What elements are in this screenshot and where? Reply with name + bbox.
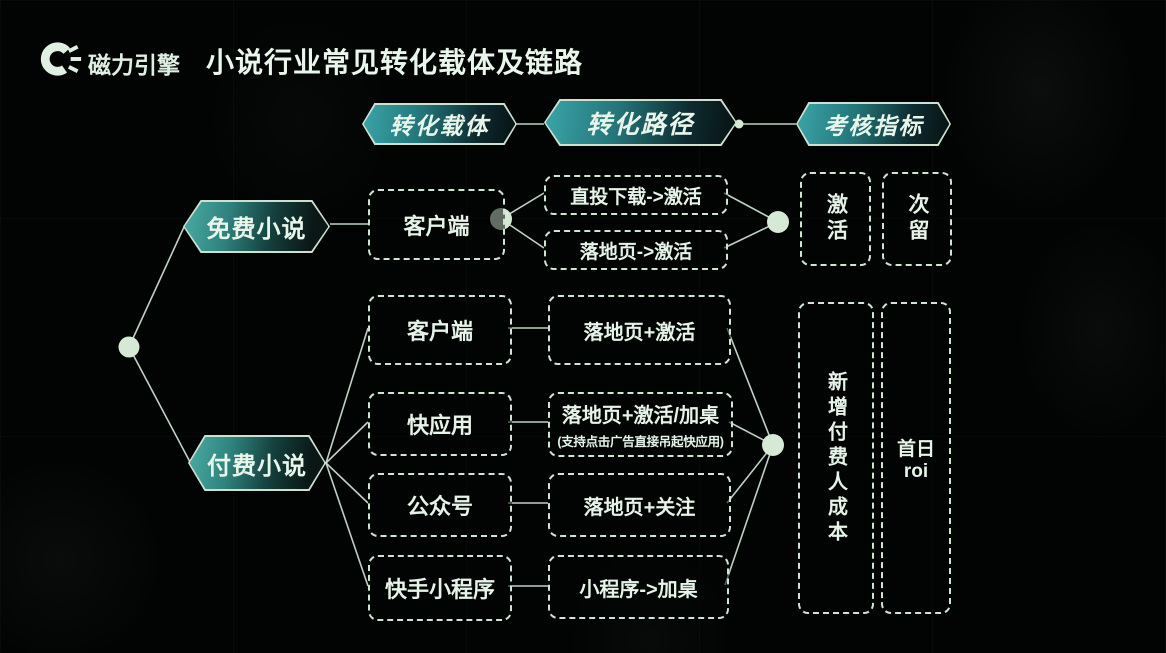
metric-label: 激活 bbox=[824, 193, 848, 245]
metric-box-next-day-retention: 次留 bbox=[882, 172, 952, 266]
connector-line bbox=[726, 444, 774, 504]
magnetic-engine-logo-icon bbox=[40, 42, 82, 76]
carrier-box-quick-app: 快应用 bbox=[368, 392, 512, 456]
category-paid-novel: 付费小说 bbox=[188, 435, 326, 491]
carrier-box-paid-client: 客户端 bbox=[368, 295, 512, 365]
logo-text: 磁力引擎 bbox=[88, 52, 180, 78]
connector-line bbox=[325, 462, 369, 587]
metric-label: 新增付费人成本 bbox=[824, 370, 847, 546]
path-label: 落地页->激活 bbox=[579, 241, 693, 263]
column-header-path: 转化路径 bbox=[544, 99, 737, 146]
path-label: 落地页+激活/加桌 bbox=[561, 405, 720, 427]
path-label: 落地页+关注 bbox=[583, 496, 696, 519]
page-title: 小说行业常见转化载体及链路 bbox=[206, 47, 584, 78]
junction-node bbox=[767, 211, 789, 233]
junction-node bbox=[762, 434, 784, 456]
column-header-label: 转化载体 bbox=[389, 113, 490, 139]
carrier-box-kuaishou-mini-program: 快手小程序 bbox=[368, 555, 512, 621]
path-box-direct-download-activate: 直投下载->激活 bbox=[544, 175, 728, 215]
metric-label: 次留 bbox=[906, 193, 929, 245]
metric-box-new-paying-user-cost: 新增付费人成本 bbox=[798, 302, 874, 614]
carrier-label: 快手小程序 bbox=[384, 577, 495, 602]
path-box-mini-program-add-desktop: 小程序->加桌 bbox=[548, 555, 729, 619]
path-label: 直投下载->激活 bbox=[570, 186, 702, 208]
metric-box-activation: 激活 bbox=[800, 172, 871, 266]
column-header-label: 考核指标 bbox=[823, 113, 924, 139]
column-header-label: 转化路径 bbox=[586, 110, 695, 139]
metric-label-line2: roi bbox=[903, 460, 929, 482]
carrier-label: 客户端 bbox=[406, 319, 473, 344]
connector-line bbox=[325, 462, 369, 504]
column-header-carrier: 转化载体 bbox=[362, 103, 517, 145]
connector-line bbox=[726, 327, 774, 446]
carrier-label: 快应用 bbox=[406, 413, 473, 438]
path-box-landing-plus-activate: 落地页+激活 bbox=[548, 295, 731, 365]
category-label: 付费小说 bbox=[207, 452, 307, 480]
junction-node bbox=[118, 336, 140, 358]
path-label: 落地页+激活 bbox=[583, 321, 696, 344]
junction-node bbox=[734, 119, 744, 129]
carrier-label: 客户端 bbox=[403, 213, 470, 239]
category-label: 免费小说 bbox=[206, 216, 307, 243]
connector-line bbox=[128, 226, 185, 348]
connector-line bbox=[325, 421, 369, 464]
connector-line bbox=[325, 327, 369, 464]
carrier-box-free-client: 客户端 bbox=[368, 189, 505, 260]
carrier-label: 公众号 bbox=[406, 494, 473, 519]
column-header-metric: 考核指标 bbox=[796, 102, 951, 146]
connector-line bbox=[128, 346, 191, 463]
path-note: (支持点击广告直接吊起快应用) bbox=[557, 435, 724, 449]
path-box-landing-activate: 落地页->激活 bbox=[544, 230, 728, 270]
path-box-landing-plus-follow: 落地页+关注 bbox=[548, 473, 731, 537]
metric-box-first-day-roi: 首日 roi bbox=[881, 302, 951, 614]
path-box-landing-activate-add-desktop: 落地页+激活/加桌 (支持点击广告直接吊起快应用) bbox=[548, 392, 733, 457]
metric-label-line1: 首日 bbox=[896, 438, 935, 460]
path-label: 小程序->加桌 bbox=[579, 578, 698, 601]
category-free-novel: 免费小说 bbox=[183, 200, 330, 253]
carrier-box-official-account: 公众号 bbox=[368, 473, 512, 537]
connector-line bbox=[724, 444, 774, 586]
